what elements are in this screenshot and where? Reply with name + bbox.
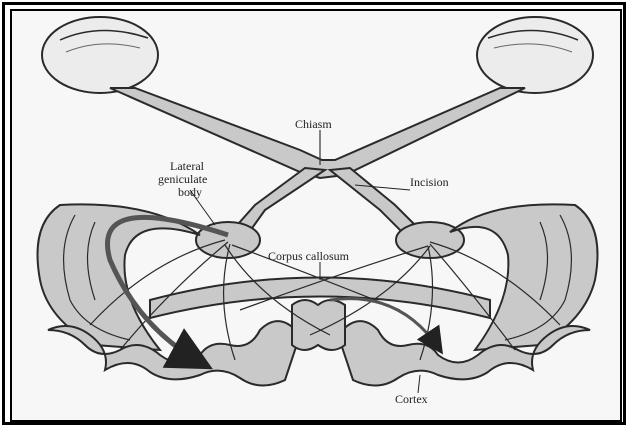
right-eye	[477, 17, 593, 93]
left-eye	[42, 17, 158, 93]
label-lateral-geniculate-2: geniculate	[158, 172, 207, 186]
label-corpus-callosum: Corpus callosum	[268, 249, 350, 263]
label-lateral-geniculate-1: Lateral	[170, 159, 205, 173]
label-lateral-geniculate-3: body	[178, 185, 202, 199]
label-chiasm: Chiasm	[295, 117, 332, 131]
label-cortex: Cortex	[395, 392, 428, 406]
label-incision: Incision	[410, 175, 449, 189]
